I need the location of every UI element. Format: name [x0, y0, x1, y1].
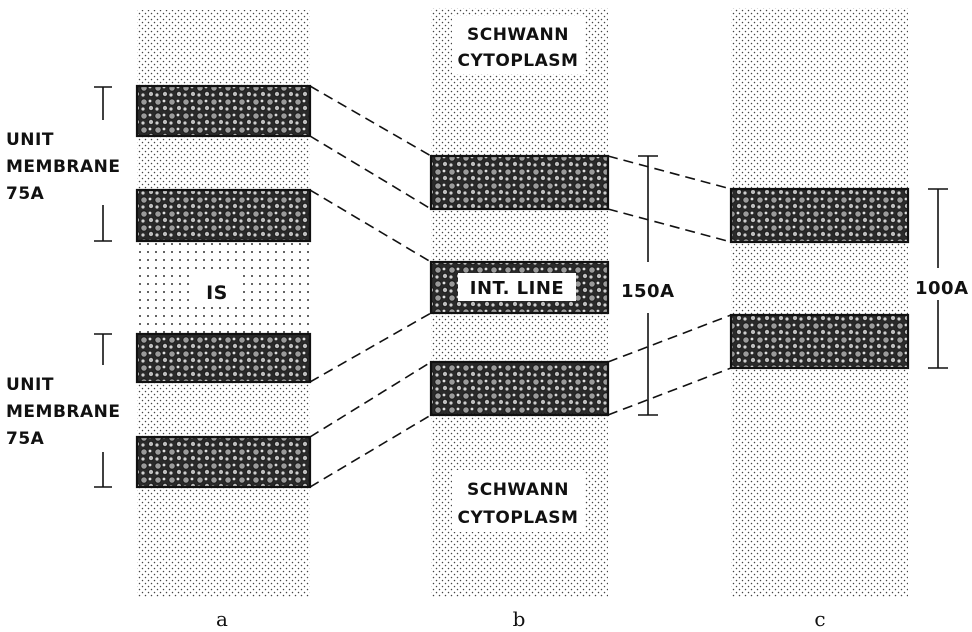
membrane-size-upper: 75A: [6, 184, 45, 204]
dim-150a-label: 150A: [621, 281, 675, 302]
column-c: 100A: [729, 8, 969, 597]
connector-b-bottom-c-bottom-lower: [607, 367, 732, 416]
dim-150a: [638, 155, 658, 416]
column-b-gap-1: [431, 209, 608, 262]
dim-100a-label: 100A: [915, 278, 969, 299]
column-a-band-4: [135, 435, 312, 489]
unit-label-upper: UNIT: [6, 130, 54, 150]
dim-100a: [928, 188, 948, 369]
connector-a2-intline: [309, 189, 432, 263]
column-b-band-bottom: [429, 360, 610, 417]
panel-label-b: b: [513, 607, 526, 631]
column-b: SCHWANN CYTOPLASM INT. LINE SCHWANN CYTO…: [429, 8, 675, 597]
schwann-label-top-1: SCHWANN: [467, 25, 569, 45]
column-c-cytoplasm-bottom: [731, 368, 908, 597]
column-b-gap-2: [431, 313, 608, 362]
column-c-band-top: [729, 187, 910, 244]
column-a-cytoplasm-top: [137, 10, 310, 86]
column-a-gap-2: [137, 382, 310, 437]
column-a-gap-1: [137, 136, 310, 190]
column-c-band-bottom: [729, 313, 910, 370]
schwann-label-bottom-2: CYTOPLASM: [458, 508, 579, 528]
schwann-label-top-2: CYTOPLASM: [458, 51, 579, 71]
connector-a1-b-top-upper: [309, 85, 432, 157]
connector-a4-b-bottom-upper: [309, 361, 432, 438]
int-line-label: INT. LINE: [470, 278, 564, 299]
column-a-cytoplasm-bottom: [137, 487, 310, 597]
column-c-cytoplasm-top: [731, 8, 908, 189]
membrane-size-lower: 75A: [6, 429, 45, 449]
connector-a4-b-bottom-lower: [309, 414, 432, 488]
unit-label-lower: UNIT: [6, 375, 54, 395]
unit-membrane-dim-lower: [94, 333, 112, 488]
connector-b-bottom-c-bottom-upper: [607, 314, 732, 363]
connector-a1-b-top-lower: [309, 135, 432, 210]
panel-label-a: a: [216, 607, 228, 631]
column-a: IS UNIT MEMBRANE 75A UNIT MEMBRANE 75A: [6, 10, 312, 597]
connector-b-top-c-top-lower: [607, 208, 732, 243]
column-c-gap: [731, 242, 908, 315]
connector-a3-intline: [309, 312, 432, 383]
column-a-band-2: [135, 188, 312, 243]
panel-label-c: c: [814, 607, 825, 631]
connector-lines: [309, 85, 732, 488]
column-a-band-3: [135, 332, 312, 384]
interspace-label: IS: [206, 282, 228, 304]
column-a-band-1: [135, 84, 312, 138]
membrane-label-lower: MEMBRANE: [6, 402, 121, 422]
unit-membrane-dim-upper: [94, 86, 112, 242]
column-b-band-top: [429, 154, 610, 211]
schwann-label-bottom-1: SCHWANN: [467, 480, 569, 500]
connector-b-top-c-top-upper: [607, 155, 732, 190]
membrane-label-upper: MEMBRANE: [6, 157, 121, 177]
